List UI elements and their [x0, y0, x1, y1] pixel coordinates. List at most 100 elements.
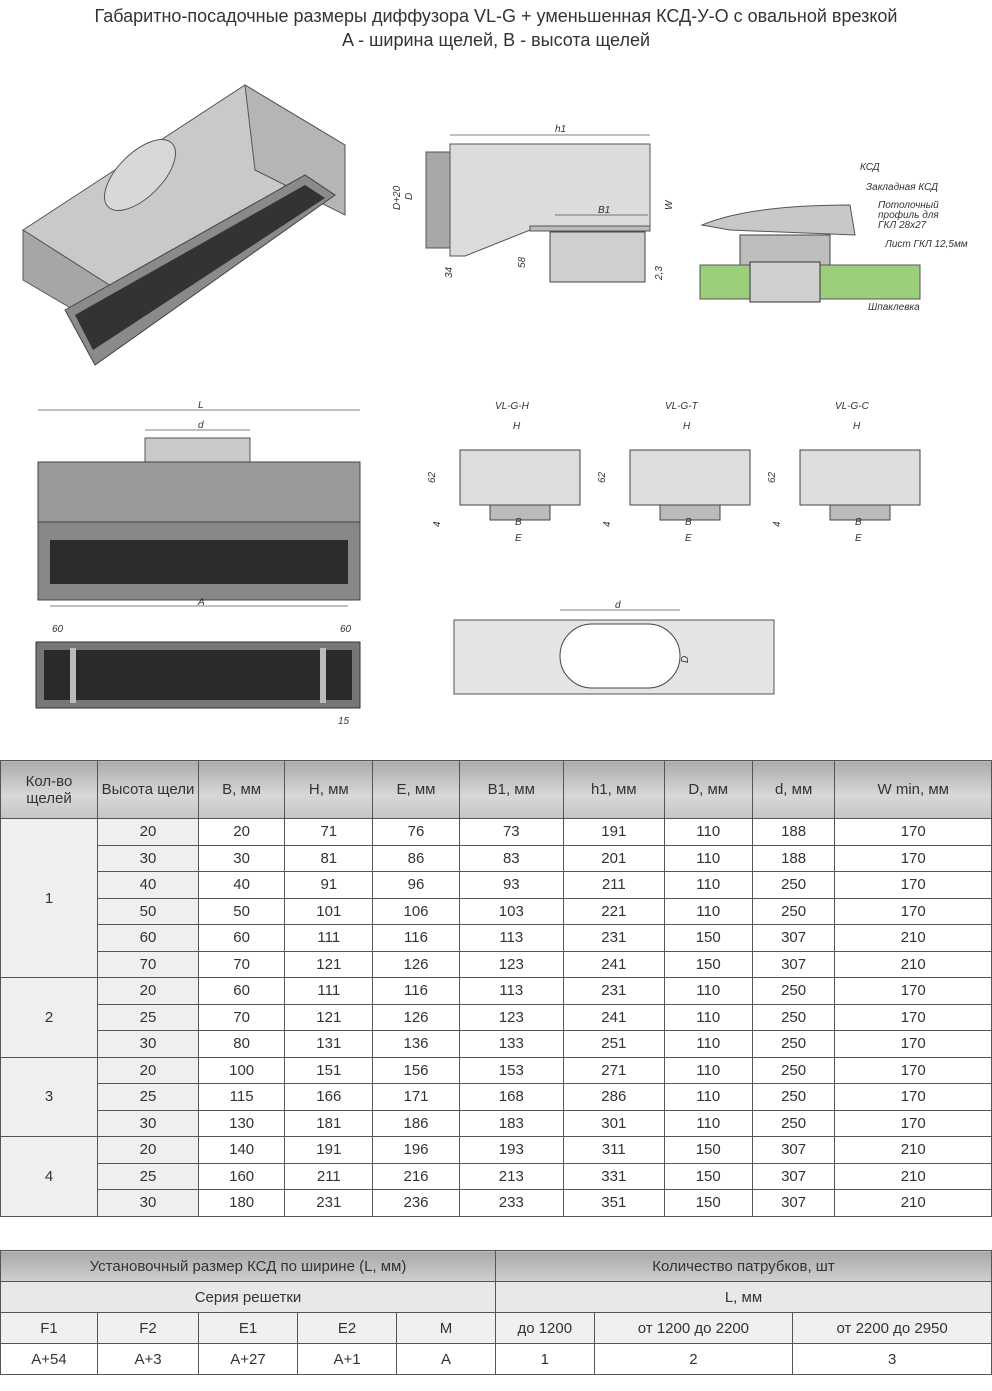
dim-d-small: d	[198, 420, 204, 431]
table-cell: 115	[197, 1083, 286, 1111]
dim-60-right: 60	[340, 624, 352, 635]
table-cell: 130	[197, 1109, 286, 1137]
dim-a: A	[197, 597, 205, 608]
table-cell: 188	[751, 844, 836, 872]
table-row: F1 F2 E1 E2 M до 1200 от 1200 до 2200 от…	[0, 1312, 992, 1344]
dim-b: B	[685, 517, 692, 528]
slot-height-cell: 40	[97, 871, 199, 899]
series-name: M	[396, 1312, 496, 1344]
slot-height-cell: 25	[97, 1162, 199, 1190]
col-header: d, мм	[751, 760, 836, 819]
table-cell: 150	[663, 924, 753, 952]
dimensions-table: Кол-во щелей Высота щели B, мм H, мм E, …	[0, 760, 992, 1217]
table-cell: 250	[751, 1083, 836, 1111]
table-cell: 301	[562, 1109, 665, 1137]
range: до 1200	[495, 1312, 595, 1344]
table-cell: 126	[372, 950, 460, 978]
table-cell: 73	[458, 818, 564, 846]
table-cell: 110	[663, 897, 753, 925]
dim-60-left: 60	[52, 624, 64, 635]
label-embed: Закладная КСД	[866, 182, 938, 193]
profile-vl-g-c: VL-G-C H B E 62 4	[767, 401, 921, 544]
col-header: H, мм	[284, 760, 374, 819]
dim-h: H	[853, 421, 861, 432]
table-cell: 170	[834, 818, 992, 846]
table-cell: 250	[751, 871, 836, 899]
series-header: Серия решетки	[0, 1281, 496, 1313]
isometric-drawing	[22, 84, 346, 366]
table-cell: 110	[663, 844, 753, 872]
side-view-drawing: h1 B1 D+20 D W 34 58 2,3	[392, 124, 675, 283]
table-cell: 211	[562, 871, 665, 899]
table-cell: 210	[834, 950, 992, 978]
table-cell: 50	[197, 897, 286, 925]
table-cell: 210	[834, 1189, 992, 1217]
slot-count-cell: 2	[0, 977, 98, 1058]
table-row: Серия решетки L, мм	[0, 1281, 992, 1313]
range: от 2200 до 2950	[792, 1312, 992, 1344]
col-header: h1, мм	[562, 760, 665, 819]
series-value: A	[396, 1343, 496, 1375]
table-cell: 91	[284, 871, 374, 899]
label-profile-2: профиль для	[878, 209, 939, 221]
table-cell: 80	[197, 1030, 286, 1058]
col-header: B, мм	[197, 760, 286, 819]
table-cell: 110	[663, 871, 753, 899]
table-cell: 186	[372, 1109, 460, 1137]
table-cell: 151	[284, 1056, 374, 1084]
table-cell: 111	[284, 924, 374, 952]
table-cell: 250	[751, 1109, 836, 1137]
table-cell: 210	[834, 1162, 992, 1190]
table-cell: 231	[562, 924, 665, 952]
label-profile: Потолочный	[878, 200, 939, 211]
dim-e: E	[685, 533, 692, 544]
table-cell: 60	[197, 924, 286, 952]
table-cell: 110	[663, 1083, 753, 1111]
table-cell: 170	[834, 1083, 992, 1111]
table-cell: 307	[751, 1189, 836, 1217]
dim-d20: D+20	[392, 185, 403, 210]
profile-name: VL-G-H	[495, 401, 530, 412]
table-cell: 101	[284, 897, 374, 925]
table-cell: 213	[458, 1162, 564, 1190]
dim-l: L	[198, 400, 204, 411]
dim-62: 62	[597, 471, 608, 483]
col-header: W min, мм	[834, 760, 992, 819]
dim-2-3: 2,3	[654, 266, 665, 281]
table-cell: 307	[751, 1136, 836, 1164]
table-cell: 133	[458, 1030, 564, 1058]
table-cell: 30	[197, 844, 286, 872]
table-cell: 201	[562, 844, 665, 872]
table-cell: 150	[663, 950, 753, 978]
label-gkl: Лист ГКЛ 12,5мм	[884, 239, 968, 250]
table-cell: 110	[663, 977, 753, 1005]
profile-name: VL-G-C	[835, 401, 870, 412]
series-value: A+3	[97, 1343, 199, 1375]
table-cell: 191	[562, 818, 665, 846]
profile-name: VL-G-T	[665, 401, 699, 412]
table-cell: 70	[197, 1003, 286, 1031]
label-ksd: КСД	[860, 162, 880, 173]
table-cell: 113	[458, 977, 564, 1005]
table-cell: 250	[751, 1003, 836, 1031]
table-cell: 250	[751, 977, 836, 1005]
dim-b1: B1	[598, 205, 610, 216]
slot-height-cell: 50	[97, 897, 199, 925]
table-cell: 170	[834, 1056, 992, 1084]
table-cell: 170	[834, 871, 992, 899]
series-value: A+54	[0, 1343, 98, 1375]
table-cell: 140	[197, 1136, 286, 1164]
series-name: E2	[297, 1312, 397, 1344]
page-subtitle: A - ширина щелей, B - высота щелей	[341, 30, 651, 50]
top-view-drawing: d D	[453, 600, 775, 695]
table-cell: 331	[562, 1162, 665, 1190]
table-cell: 191	[284, 1136, 374, 1164]
series-name: F1	[0, 1312, 98, 1344]
table-cell: 250	[751, 1056, 836, 1084]
table-cell: 83	[458, 844, 564, 872]
